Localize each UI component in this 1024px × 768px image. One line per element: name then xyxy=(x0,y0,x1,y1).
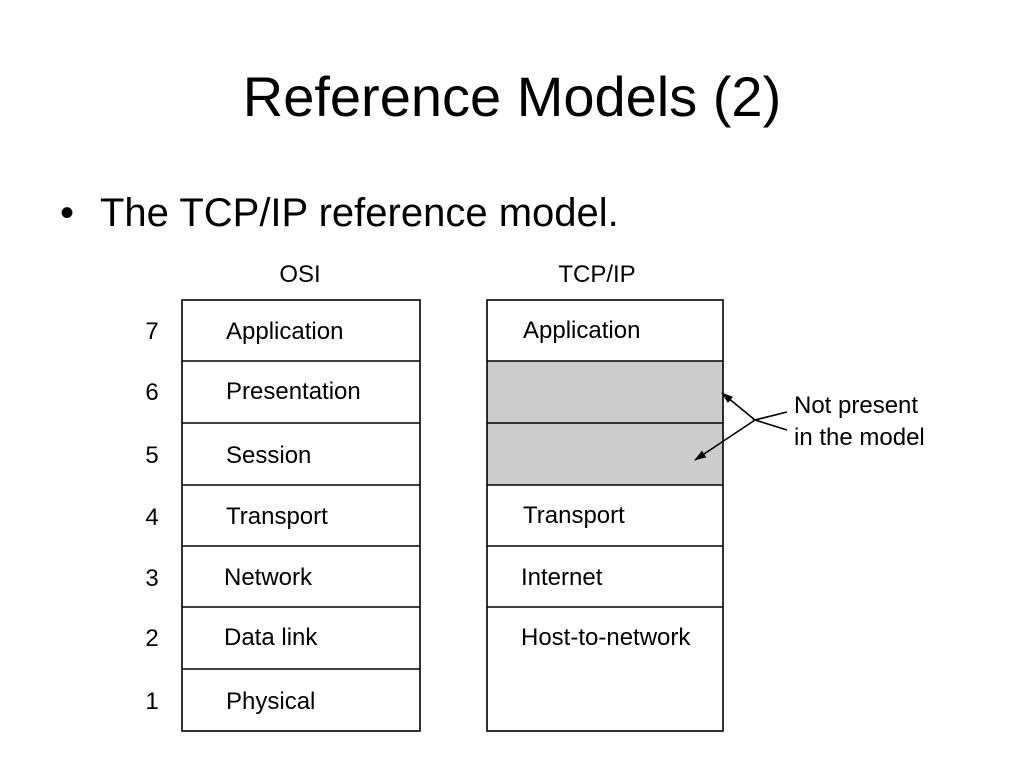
bullet-text: The TCP/IP reference model. xyxy=(100,191,619,235)
layer-number-3: 3 xyxy=(145,565,158,592)
annotation-arrow-lower xyxy=(694,419,756,461)
tcpip-layer-application: Application xyxy=(523,317,640,344)
layer-number-2: 2 xyxy=(145,625,158,652)
osi-layer-presentation: Presentation xyxy=(226,378,361,405)
tcpip-absent-layer-6 xyxy=(487,361,723,423)
osi-layer-application: Application xyxy=(226,318,343,345)
annotation-text-line2: in the model xyxy=(794,424,925,451)
osi-layer-physical: Physical xyxy=(226,688,315,715)
osi-layer-network: Network xyxy=(224,564,313,591)
tcpip-layer-internet: Internet xyxy=(521,564,603,591)
layer-number-7: 7 xyxy=(145,318,158,345)
layer-number-5: 5 xyxy=(145,442,158,469)
tcpip-header: TCP/IP xyxy=(558,261,635,288)
osi-layer-session: Session xyxy=(226,442,311,469)
layer-number-6: 6 xyxy=(145,379,158,406)
slide-title: Reference Models (2) xyxy=(242,65,782,128)
osi-layer-transport: Transport xyxy=(226,503,328,530)
tcpip-stack-box xyxy=(486,299,724,732)
bullet-item: • The TCP/IP reference model. xyxy=(60,188,619,238)
layer-number-4: 4 xyxy=(145,504,158,531)
annotation-arrow-upper xyxy=(721,392,756,421)
osi-stack-box xyxy=(181,299,421,732)
bullet-marker: • xyxy=(60,191,75,235)
tcpip-layer-transport: Transport xyxy=(523,502,625,529)
osi-layer-data-link: Data link xyxy=(224,624,318,651)
tcpip-layer-host-to-network: Host-to-network xyxy=(521,624,691,651)
annotation-connector xyxy=(752,411,788,431)
osi-header: OSI xyxy=(279,261,320,288)
layer-number-1: 1 xyxy=(145,688,158,715)
tcpip-absent-layer-5 xyxy=(487,423,723,485)
annotation-text-line1: Not present xyxy=(794,392,918,419)
